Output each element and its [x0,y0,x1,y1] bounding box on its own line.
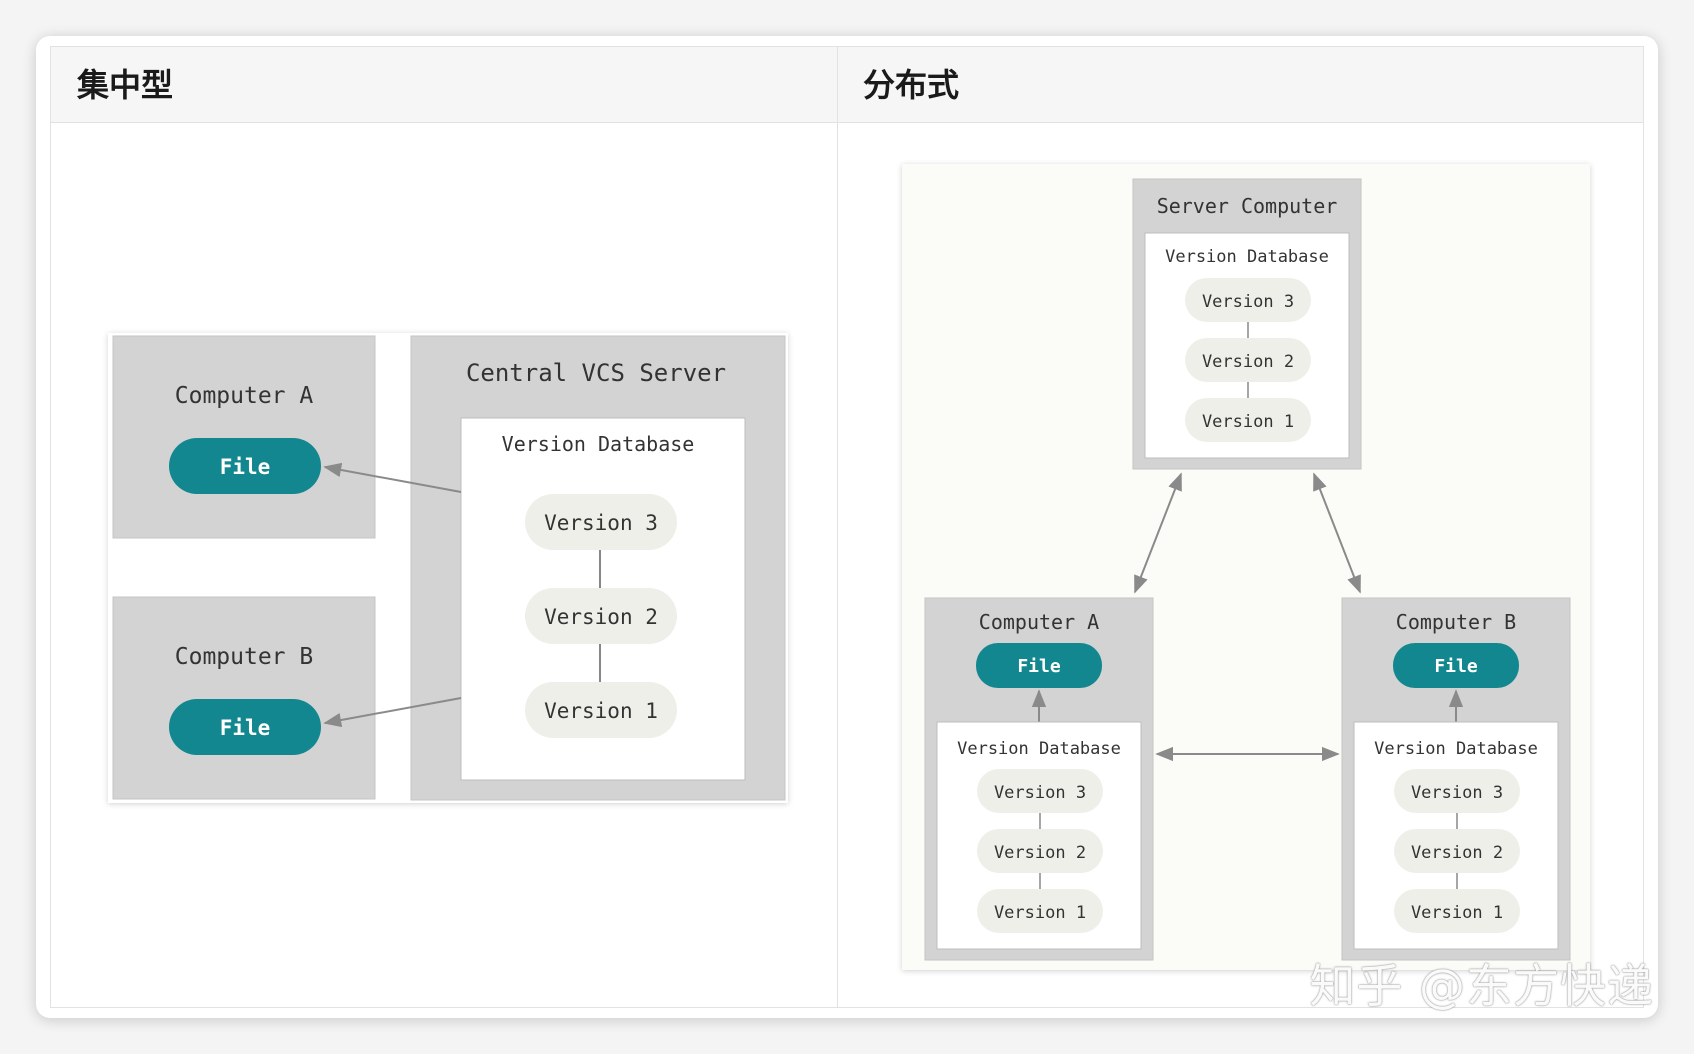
dist-computer-a-file-label: File [1017,656,1061,677]
central-version-2-pill [525,588,677,644]
computer-a-title: Computer A [175,383,314,409]
central-server-title: Central VCS Server [466,359,726,387]
central-version-3: Version 3 [544,511,658,535]
watermark: 知乎 @东方快递 [1309,959,1654,1013]
dist-computer-a-title: Computer A [979,610,1099,634]
central-version-1-pill [525,682,677,738]
dist-computer-b-file [1393,643,1519,688]
computer-a-file-label: File [220,455,271,479]
central-db-title: Version Database [502,432,695,456]
computer-b-file-label: File [220,716,271,740]
central-version-3-pill [525,494,677,550]
dist-computer-a-file [976,643,1102,688]
server-version-1: Version 1 [1202,412,1294,432]
dist-a-version-1: Version 1 [994,903,1086,923]
server-version-1-pill [1185,398,1311,442]
centralized-diagram: Computer A File Computer B File Central … [108,333,788,803]
dist-computer-b-file-label: File [1434,656,1478,677]
server-version-3-pill [1185,278,1311,322]
computer-a-file [169,438,321,494]
dist-a-version-2: Version 2 [994,843,1086,863]
dist-a-db-title: Version Database [957,739,1121,759]
server-version-2-pill [1185,338,1311,382]
column-divider [837,47,838,1007]
central-version-2: Version 2 [544,605,658,629]
computer-a-box [112,335,376,539]
dist-a-version-1-pill [977,889,1103,933]
dist-a-version-3-pill [977,769,1103,813]
dist-b-version-3: Version 3 [1411,783,1503,803]
arrow-server-to-a [323,462,462,493]
dist-a-version-3: Version 3 [994,783,1086,803]
server-version-2: Version 2 [1202,352,1294,372]
dist-b-db-title: Version Database [1374,739,1538,759]
dist-b-version-2: Version 2 [1411,843,1503,863]
header-distributed: 分布式 [837,47,1643,123]
arrow-server-a [1134,472,1182,594]
server-version-3: Version 3 [1202,292,1294,312]
dist-b-version-1: Version 1 [1411,903,1503,923]
dist-a-version-2-pill [977,829,1103,873]
comparison-table: 集中型 分布式 [50,46,1644,1008]
computer-b-title: Computer B [175,644,313,670]
computer-b-box [112,596,376,800]
computer-b-file [169,699,321,755]
central-version-1: Version 1 [544,699,658,723]
dist-b-version-3-pill [1394,769,1520,813]
dist-computer-b-title: Computer B [1396,610,1516,634]
arrow-server-to-b [323,697,462,728]
header-centralized: 集中型 [51,47,837,123]
server-db-title: Version Database [1165,247,1329,267]
distributed-diagram: Server Computer Version Database Version… [902,164,1590,970]
arrow-server-b [1313,472,1361,594]
dist-b-version-2-pill [1394,829,1520,873]
server-computer-title: Server Computer [1157,194,1338,218]
dist-b-version-1-pill [1394,889,1520,933]
